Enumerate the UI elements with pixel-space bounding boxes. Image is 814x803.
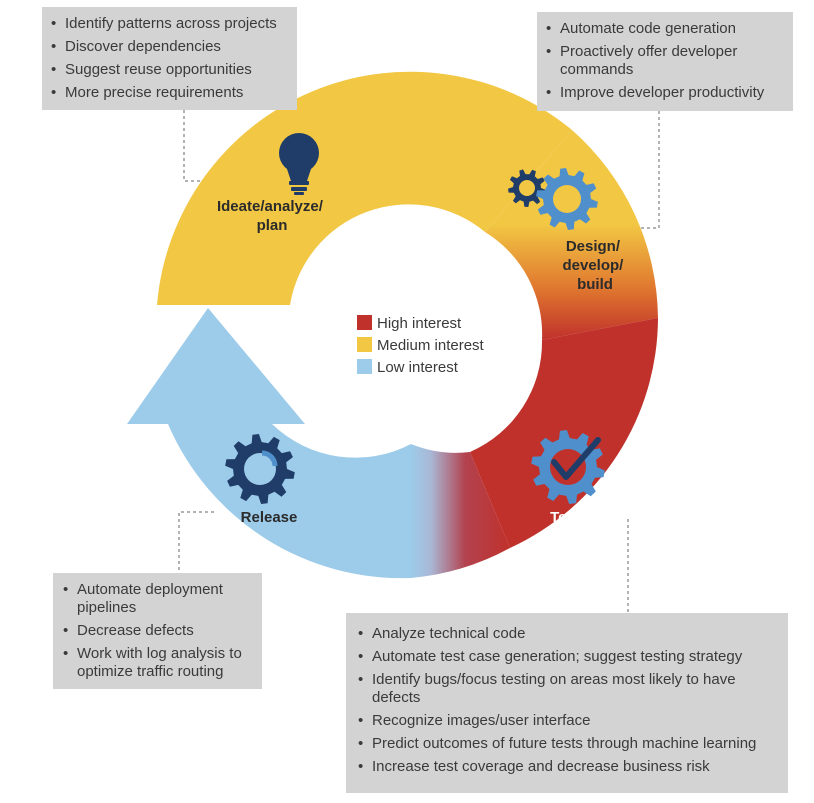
legend-label-medium: Medium interest [377,337,485,354]
ideate-callout-box: Identify patterns across projects Discov… [42,7,297,110]
lightbulb-icon [279,133,319,195]
large-gear-icon [536,168,598,230]
legend-label-high: High interest [377,315,462,332]
small-gear-icon [508,169,546,207]
list-item: Decrease defects [63,622,254,640]
list-item: Automate code generation [546,20,785,38]
gear-hole [244,453,276,485]
legend-label-low: Low interest [377,359,459,376]
list-item: Identify bugs/focus testing on areas mos… [358,671,780,707]
stage-label-design-line-2: develop/ [562,257,624,274]
ideate-bullet-list: Identify patterns across projects Discov… [51,15,289,102]
gear-hole [550,449,586,485]
design-callout-box: Automate code generation Proactively off… [537,12,793,111]
gear-hole [553,185,581,213]
stage-label-release-line-1: Release [241,509,298,526]
list-item: Automate test case generation; suggest t… [358,648,780,666]
list-item: Work with log analysis to optimize traff… [63,645,254,681]
list-item: Identify patterns across projects [51,15,289,33]
list-item: Suggest reuse opportunities [51,61,289,79]
checkmark-icon [551,437,601,480]
stage-label-ideate: Ideate/analyze/ plan [217,198,327,234]
list-item: Proactively offer developer commands [546,43,785,79]
list-item: Increase test coverage and decrease busi… [358,758,780,776]
release-gear-shape [225,434,295,504]
gear-hole [519,180,535,196]
list-item: Automate deployment pipelines [63,581,254,617]
stage-label-design-line-1: Design/ [566,238,621,255]
gear-checkmark-icon [531,430,605,504]
legend: High interest Medium interest Low intere… [357,315,485,376]
stage-label-ideate-line-1: Ideate/analyze/ [217,198,324,215]
stage-label-test-line-1: Test [550,509,580,526]
list-item: Improve developer productivity [546,84,785,102]
list-item: Predict outcomes of future tests through… [358,735,780,753]
stage-label-test: Test [550,509,580,526]
ring-segment-ideate [157,71,572,305]
gears-icon [508,168,598,230]
stage-label-release: Release [241,509,298,526]
stage-label-ideate-line-2: plan [257,217,288,234]
list-item: Discover dependencies [51,38,289,56]
ring-segment-transition [411,444,510,578]
stage-label-design-line-3: build [577,276,613,293]
release-bullet-list: Automate deployment pipelines Decrease d… [63,581,254,681]
test-gear-icon [531,430,605,504]
test-bullet-list: Analyze technical code Automate test cas… [358,625,780,776]
legend-swatch-medium [357,337,372,352]
legend-swatch-high [357,315,372,330]
release-callout-box: Automate deployment pipelines Decrease d… [53,573,262,689]
list-item: More precise requirements [51,84,289,102]
stage-label-design: Design/ develop/ build [562,238,627,293]
legend-swatch-low [357,359,372,374]
release-gear-icon [225,434,295,504]
design-bullet-list: Automate code generation Proactively off… [546,20,785,102]
list-item: Analyze technical code [358,625,780,643]
list-item: Recognize images/user interface [358,712,780,730]
test-callout-box: Analyze technical code Automate test cas… [346,613,788,793]
